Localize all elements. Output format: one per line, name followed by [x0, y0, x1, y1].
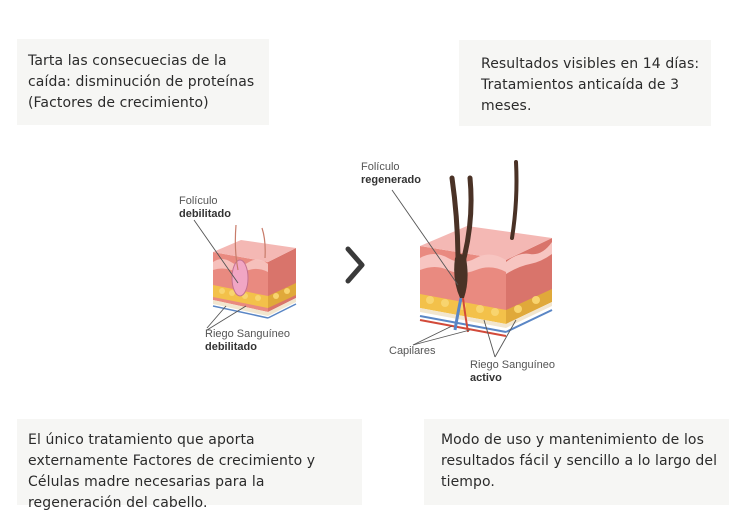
label-folicle-weak: Folículo debilitado [179, 195, 231, 220]
info-text-bottom-right: Modo de uso y mantenimiento de los resul… [441, 432, 718, 490]
label-blood-active: Riego Sanguíneo activo [470, 359, 556, 384]
weak-skin-block [193, 219, 297, 331]
regenerated-skin-block [391, 160, 553, 358]
info-box-top-left: Tarta las consecuecias de la caída: dism… [17, 39, 269, 125]
info-text-top-left: Tarta las consecuecias de la caída: dism… [28, 53, 255, 111]
info-box-top-right: Resultados visibles en 14 días: Tratamie… [459, 40, 711, 126]
chevron-right-icon [345, 246, 365, 284]
label-capillaries: Capilares [389, 345, 436, 357]
info-box-bottom-right: Modo de uso y mantenimiento de los resul… [424, 419, 729, 505]
info-text-bottom-left: El único tratamiento que aporta externam… [28, 432, 316, 511]
info-text-top-right: Resultados visibles en 14 días: Tratamie… [481, 56, 700, 114]
label-folicle-regenerated: Folículo regenerado [361, 161, 421, 186]
info-box-bottom-left: El único tratamiento que aporta externam… [17, 419, 362, 511]
label-blood-weak: Riego Sanguíneo debilitado [205, 328, 291, 353]
